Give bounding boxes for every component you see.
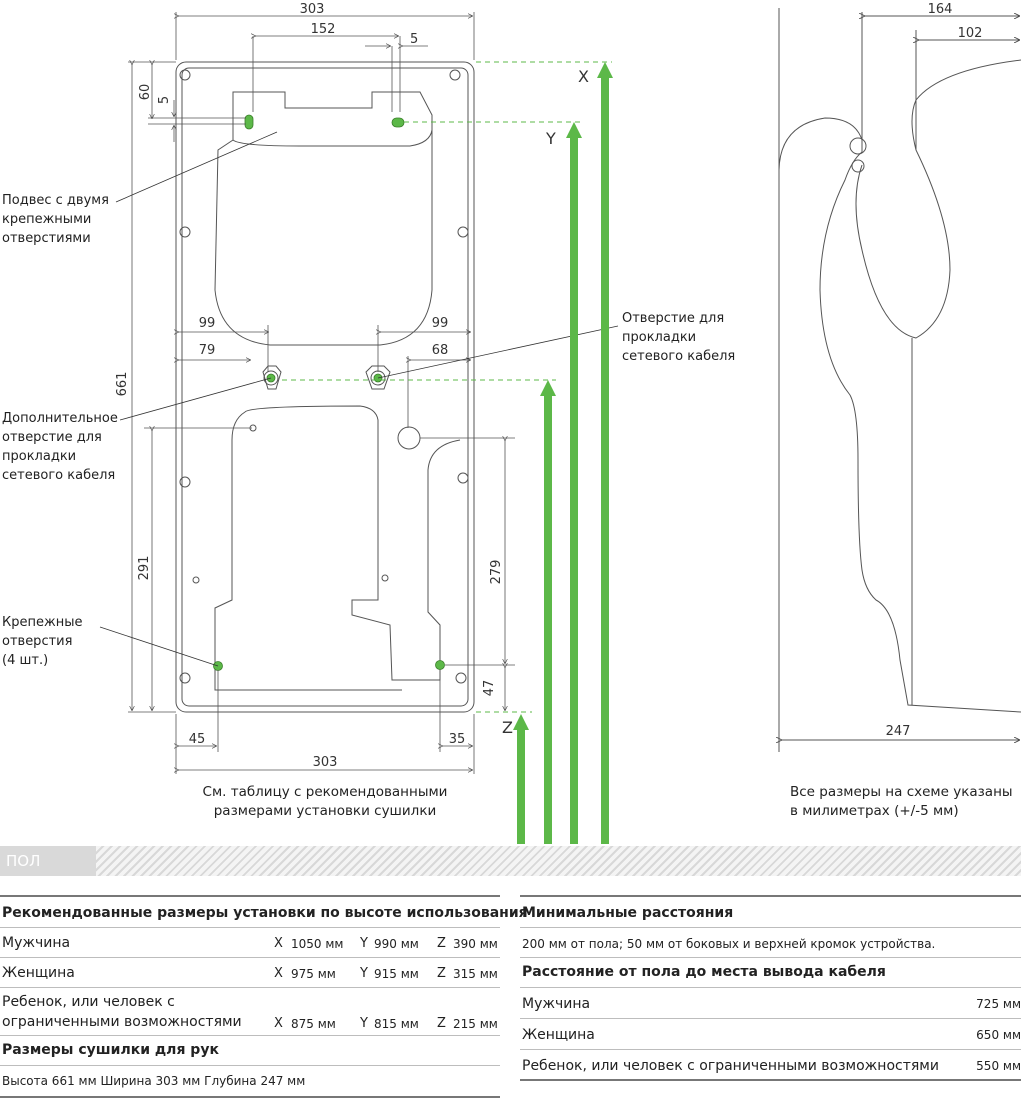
mount-hole-green-right — [435, 660, 445, 670]
svg-text:прокладки: прокладки — [622, 330, 696, 345]
recommended-heights-table: Рекомендованные размеры установки по выс… — [0, 895, 528, 1098]
hanger-hole-left — [244, 114, 254, 130]
lower-cutout — [244, 405, 461, 681]
dryer-size-row: Высота 661 мм Ширина 303 мм Глубина 247 … — [0, 1066, 500, 1098]
dim-35: 35 — [449, 732, 466, 747]
svg-text:Подвес с двумя: Подвес с двумя — [2, 193, 109, 208]
dim-5-top: 5 — [410, 32, 418, 47]
svg-text:прокладки: прокладки — [2, 449, 76, 464]
svg-text:крепежными: крепежными — [2, 212, 91, 227]
min-distances-row: 200 мм от пола; 50 мм от боковых и верхн… — [520, 928, 1021, 958]
dim-bottom-width: 303 — [313, 755, 338, 770]
svg-text:Дополнительное: Дополнительное — [2, 411, 118, 426]
screw-hole-3 — [179, 476, 191, 488]
installation-diagram: 303 152 5 60 5 661 99 79 99 68 291 279 4… — [2, 2, 1021, 844]
table-row: Ребенок, или человек с ограниченными воз… — [0, 988, 500, 1036]
dryer-size-title: Размеры сушилки для рук — [0, 1036, 500, 1066]
callout-hanger: Подвес с двумя крепежными отверстиями — [2, 193, 109, 246]
screw-hole-1 — [179, 226, 191, 238]
hanger-hole-right — [391, 117, 405, 128]
dim-164: 164 — [928, 2, 953, 17]
dim-45: 45 — [189, 732, 206, 747]
table-title: Рекомендованные размеры установки по выс… — [0, 897, 528, 928]
callout-mount-holes: Крепежные отверстия (4 шт.) — [2, 615, 82, 668]
dim-247: 247 — [886, 724, 911, 739]
dim-99-left: 99 — [199, 316, 216, 331]
back-plate-outline — [175, 61, 475, 713]
marker-z: Z — [502, 718, 513, 737]
marker-y: Y — [545, 129, 556, 148]
dim-60: 60 — [138, 84, 153, 101]
back-plate-inner — [181, 67, 469, 707]
dim-99-right: 99 — [432, 316, 449, 331]
svg-text:отверстие для: отверстие для — [2, 430, 102, 445]
table-row: Мужчина X 1050 мм Y 990 мм Z 390 мм — [0, 928, 500, 958]
dim-68: 68 — [432, 343, 449, 358]
side-nozzle — [855, 99, 951, 339]
svg-text:сетевого кабеля: сетевого кабеля — [622, 349, 735, 364]
svg-text:Отверстие для: Отверстие для — [622, 311, 724, 326]
min-distances-title: Минимальные расстояния — [520, 897, 1021, 928]
dim-279: 279 — [489, 560, 504, 585]
table-row: Мужчина 725 мм — [520, 988, 1021, 1019]
min-distances-table: Минимальные расстояния 200 мм от пола; 5… — [520, 895, 1021, 1081]
lower-cutout-left — [214, 411, 402, 691]
screw-hole-6 — [455, 672, 467, 684]
dim-291: 291 — [137, 556, 152, 581]
svg-text:отверстиями: отверстиями — [2, 231, 91, 246]
dim-152: 152 — [311, 22, 336, 37]
svg-text:(4 шт.): (4 шт.) — [2, 653, 48, 668]
upper-cutout — [214, 91, 433, 346]
dim-top-width: 303 — [300, 2, 325, 17]
dim-5-left: 5 — [157, 96, 172, 104]
dim-47: 47 — [482, 680, 497, 697]
side-profile — [778, 117, 1021, 713]
screw-hole-8 — [449, 69, 461, 81]
cable-distance-title: Расстояние от пола до места вывода кабел… — [520, 958, 1021, 988]
dim-79: 79 — [199, 343, 216, 358]
small-hole-2 — [192, 576, 200, 584]
svg-text:сетевого кабеля: сетевого кабеля — [2, 468, 115, 483]
cable-grommet-right — [365, 365, 391, 390]
table-row: Ребенок, или человек с ограниченными воз… — [520, 1050, 1021, 1081]
svg-text:Крепежные: Крепежные — [2, 615, 82, 630]
floor-band: ПОЛ — [0, 846, 1021, 876]
svg-text:отверстия: отверстия — [2, 634, 72, 649]
marker-x: X — [578, 67, 589, 86]
callout-cable-hole: Отверстие для прокладки сетевого кабеля — [622, 311, 735, 364]
small-hole-3 — [381, 574, 389, 582]
table-row: Женщина X 975 мм Y 915 мм Z 315 мм — [0, 958, 500, 988]
callout-extra-hole: Дополнительное отверстие для прокладки с… — [2, 411, 118, 483]
extra-cable-hole — [397, 426, 421, 450]
floor-label: ПОЛ — [0, 846, 96, 876]
dim-661: 661 — [115, 372, 130, 397]
dim-102: 102 — [958, 26, 983, 41]
table-row: Женщина 650 мм — [520, 1019, 1021, 1050]
screw-hole-4 — [457, 472, 469, 484]
screw-hole-2 — [457, 226, 469, 238]
hanger-slot — [232, 92, 433, 147]
side-back — [915, 59, 1021, 101]
screw-hole-5 — [179, 672, 191, 684]
screw-hole-7 — [179, 69, 191, 81]
